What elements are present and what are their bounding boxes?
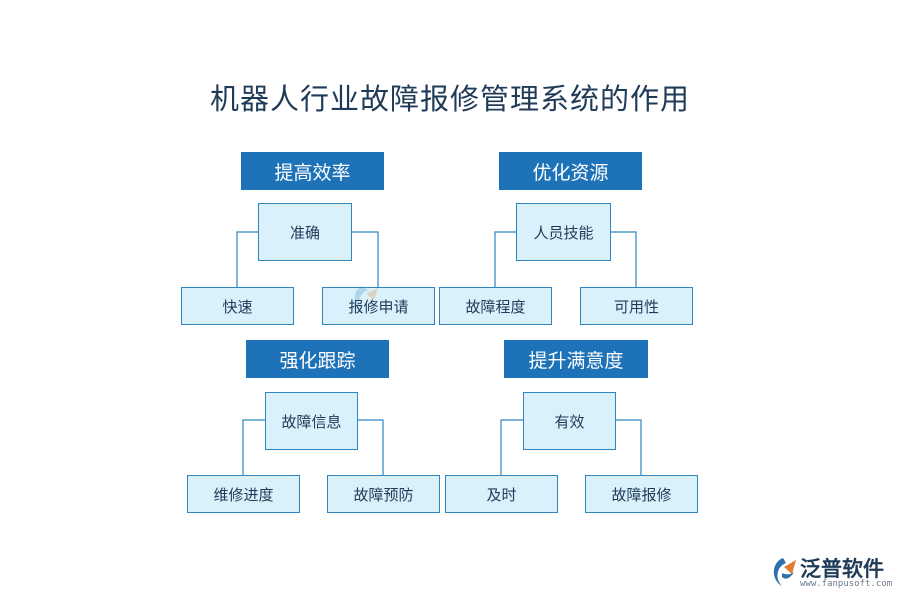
- diagram-title: 机器人行业故障报修管理系统的作用: [209, 82, 690, 116]
- group-right-box: 故障预防: [327, 475, 440, 513]
- group-top-box: 准确: [258, 203, 352, 261]
- connector-line: [242, 419, 265, 475]
- group-right-box: 故障报修: [585, 475, 698, 513]
- brand-url: www.fanpusoft.com: [800, 579, 893, 589]
- brand-name: 泛普软件: [800, 557, 884, 581]
- group-header-resources: 优化资源: [499, 152, 642, 190]
- group-header-satisfaction: 提升满意度: [504, 340, 648, 378]
- group-left-box: 快速: [181, 287, 294, 325]
- connector-line: [352, 231, 379, 287]
- connector-line: [500, 419, 523, 475]
- connector-line: [616, 419, 642, 475]
- connector-line: [358, 419, 384, 475]
- connector-line: [236, 231, 258, 287]
- group-right-box: 可用性: [580, 287, 693, 325]
- connector-line: [611, 231, 637, 287]
- group-left-box: 维修进度: [187, 475, 300, 513]
- group-top-box: 人员技能: [516, 203, 611, 261]
- group-top-box: 有效: [523, 392, 616, 450]
- group-left-box: 故障程度: [439, 287, 552, 325]
- group-right-box: 报修申请: [322, 287, 435, 325]
- connector-line: [494, 231, 516, 287]
- group-header-tracking: 强化跟踪: [246, 340, 389, 378]
- brand-logo: 泛普软件 www.fanpusoft.com: [770, 553, 895, 593]
- brand-logo-icon: [773, 558, 796, 586]
- watermark-logo-icon: [354, 286, 378, 312]
- group-left-box: 及时: [445, 475, 558, 513]
- group-top-box: 故障信息: [265, 392, 358, 450]
- group-header-efficiency: 提高效率: [241, 152, 384, 190]
